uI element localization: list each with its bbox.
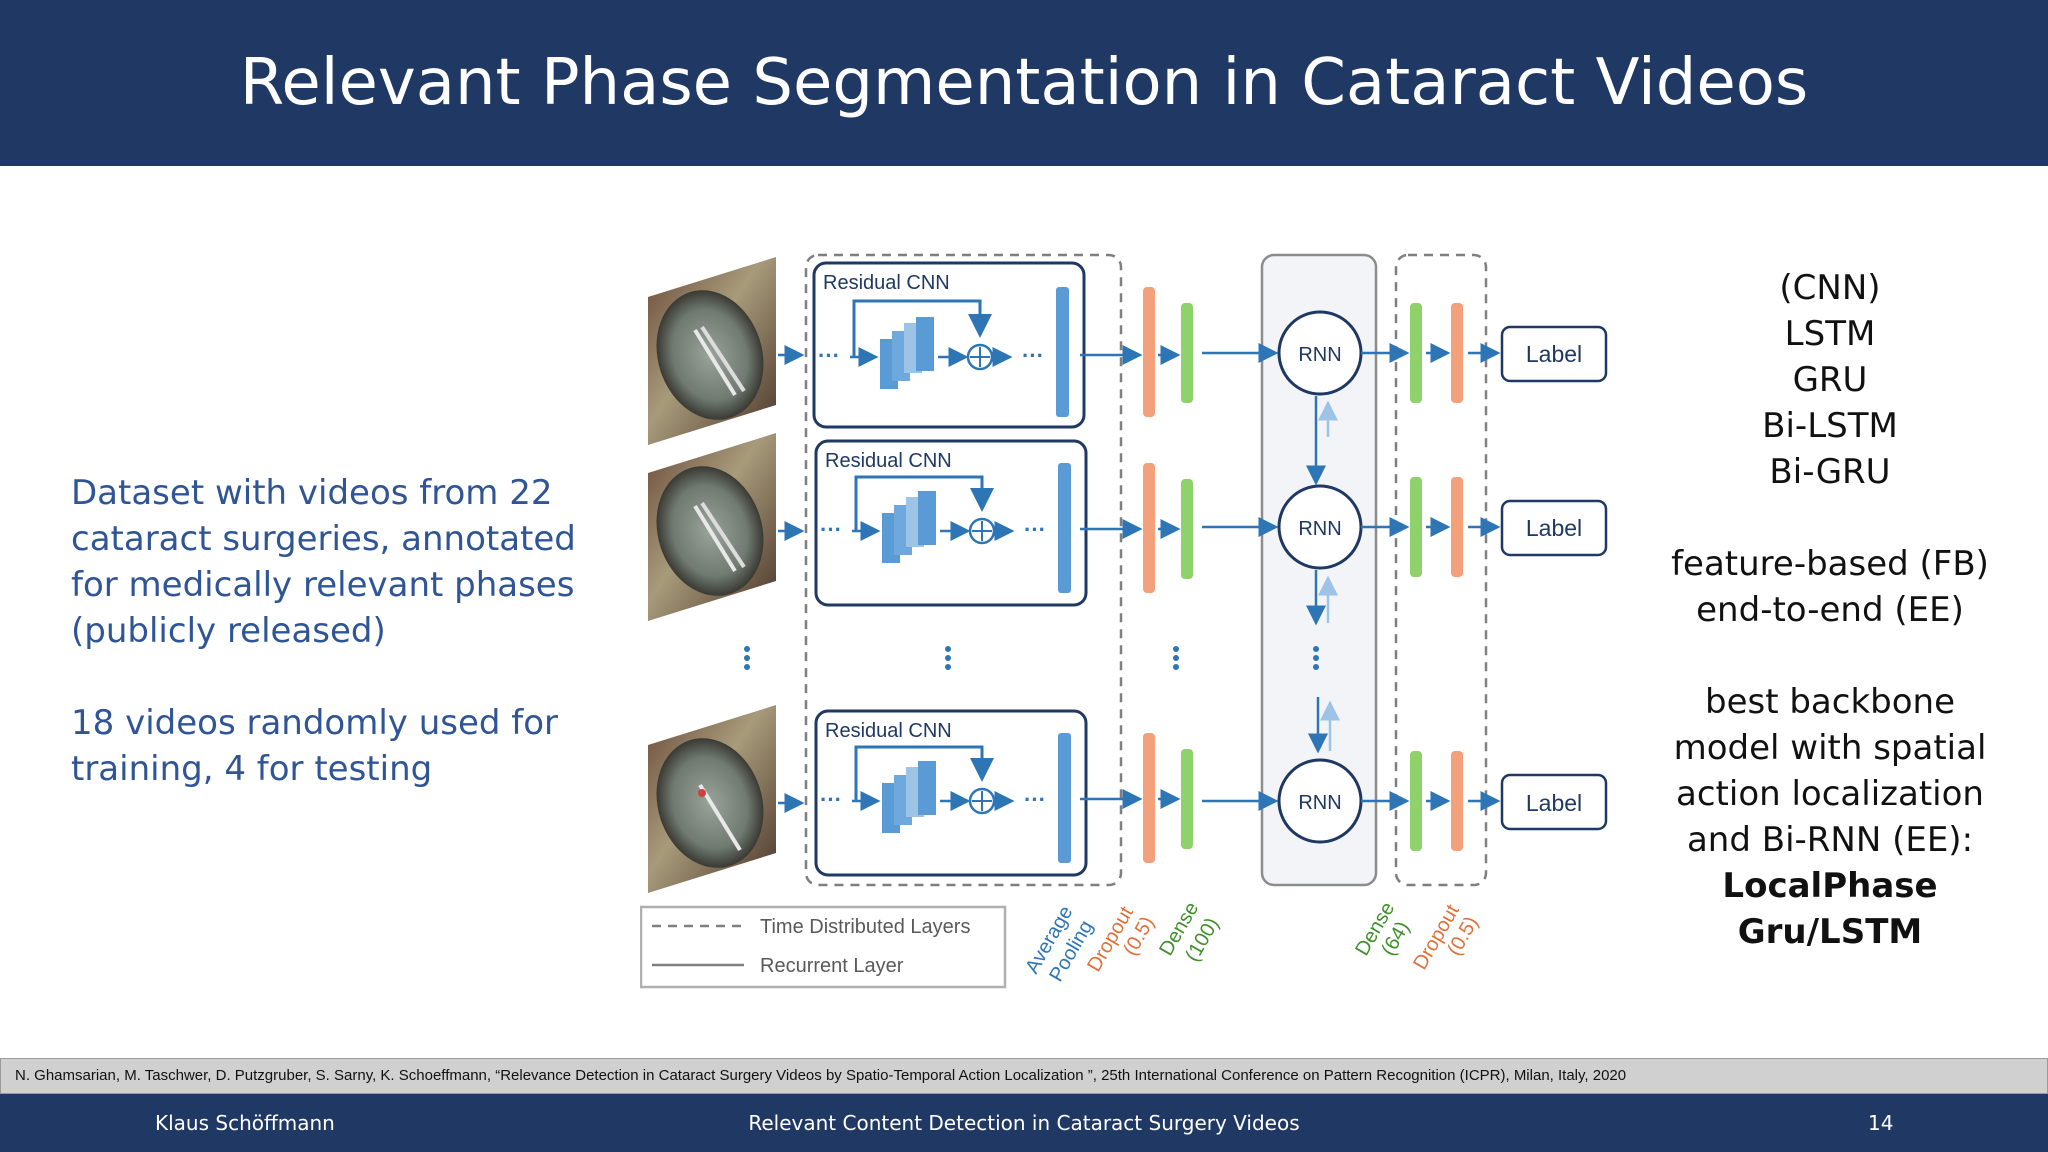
best-model-variant: Gru/LSTM [1737,912,1923,952]
model-line: GRU [1792,360,1868,400]
dropout-layer [1143,733,1155,863]
conv-block [882,761,936,833]
dropout-layer [1143,287,1155,417]
rnn-label: RNN [1298,792,1341,814]
best-model-line: action localization [1676,774,1984,814]
best-model-line: model with spatial [1673,728,1987,768]
citation-bar: N. Ghamsarian, M. Taschwer, D. Putzgrube… [0,1058,2048,1094]
approach-line: feature-based (FB) [1671,544,1989,584]
model-summary: (CNN) LSTM GRU Bi-LSTM Bi-GRU feature-ba… [1650,265,2010,955]
svg-text:···: ··· [820,787,842,812]
approach-line: end-to-end (EE) [1696,590,1964,630]
dense-layer [1410,303,1422,403]
svg-text:···: ··· [1024,787,1046,812]
dense-layer [1181,749,1193,849]
average-pooling-layer [1056,287,1069,417]
legend-time-distributed: Time Distributed Layers [760,916,970,938]
legend-recurrent: Recurrent Layer [760,955,904,977]
conv-block [880,317,934,389]
architecture-diagram: Residual CNN ··· ··· RNN Label [640,253,1608,989]
residual-cnn-label: Residual CNN [825,720,952,742]
time-distributed-box [1394,253,1488,887]
video-frame-image [648,257,776,445]
output-label: Label [1526,790,1582,816]
residual-cnn-label: Residual CNN [823,272,950,294]
output-label: Label [1526,341,1582,367]
model-line: LSTM [1784,314,1876,354]
footer-bar: Klaus Schöffmann Relevant Content Detect… [0,1094,2048,1152]
recurrent-layer-box [1260,253,1378,887]
model-line: (CNN) [1779,268,1881,308]
page-number: 14 [1868,1111,1894,1135]
frame-row-3: Residual CNN ··· ··· RNN Label [648,705,1608,893]
average-pooling-layer [1058,463,1071,593]
best-model-line: and Bi-RNN (EE): [1686,820,1974,860]
output-label-box [1500,499,1608,557]
video-frame-image [648,705,776,893]
best-model-name: LocalPhase [1722,866,1938,906]
dropout-layer [1143,463,1155,593]
legend: Time Distributed Layers Recurrent Layer [640,905,1007,989]
split-paragraph: 18 videos randomly used for training, 4 … [71,703,559,789]
model-line: Bi-LSTM [1762,406,1898,446]
dense-layer [1410,477,1422,577]
time-distributed-box [804,253,1123,887]
rnn-label: RNN [1298,344,1341,366]
svg-text:···: ··· [818,343,840,368]
output-label-box [1500,325,1608,383]
best-model-line: best backbone [1704,682,1955,722]
dataset-paragraph: Dataset with videos from 22 cataract sur… [71,473,576,651]
model-line: Bi-GRU [1769,452,1891,492]
dense-layer [1181,303,1193,403]
dropout-layer [1451,751,1463,851]
residual-cnn-label: Residual CNN [825,450,952,472]
output-label: Label [1526,515,1582,541]
conv-block [882,491,936,563]
video-frame-image [648,433,776,621]
svg-text:···: ··· [820,517,842,542]
average-pooling-layer [1058,733,1071,863]
rnn-label: RNN [1298,518,1341,540]
title-bar [0,0,2048,166]
citation-text: N. Ghamsarian, M. Taschwer, D. Putzgrube… [15,1067,1627,1084]
dataset-description: Dataset with videos from 22 cataract sur… [71,470,591,838]
dense-layer [1181,479,1193,579]
footer-author: Klaus Schöffmann [155,1111,335,1135]
dropout-layer [1451,477,1463,577]
svg-text:···: ··· [1022,343,1044,368]
dense-layer [1410,751,1422,851]
dropout-layer [1451,303,1463,403]
slide-title: Relevant Phase Segmentation in Cataract … [239,46,1809,120]
frame-row-2: Residual CNN ··· ··· RNN Label [648,433,1608,621]
frame-row-1: Residual CNN ··· ··· RNN Label [648,257,1608,445]
svg-text:···: ··· [1024,517,1046,542]
ellipsis-dots [744,646,1319,670]
output-label-box [1500,773,1608,831]
footer-talk-title: Relevant Content Detection in Cataract S… [748,1111,1300,1135]
